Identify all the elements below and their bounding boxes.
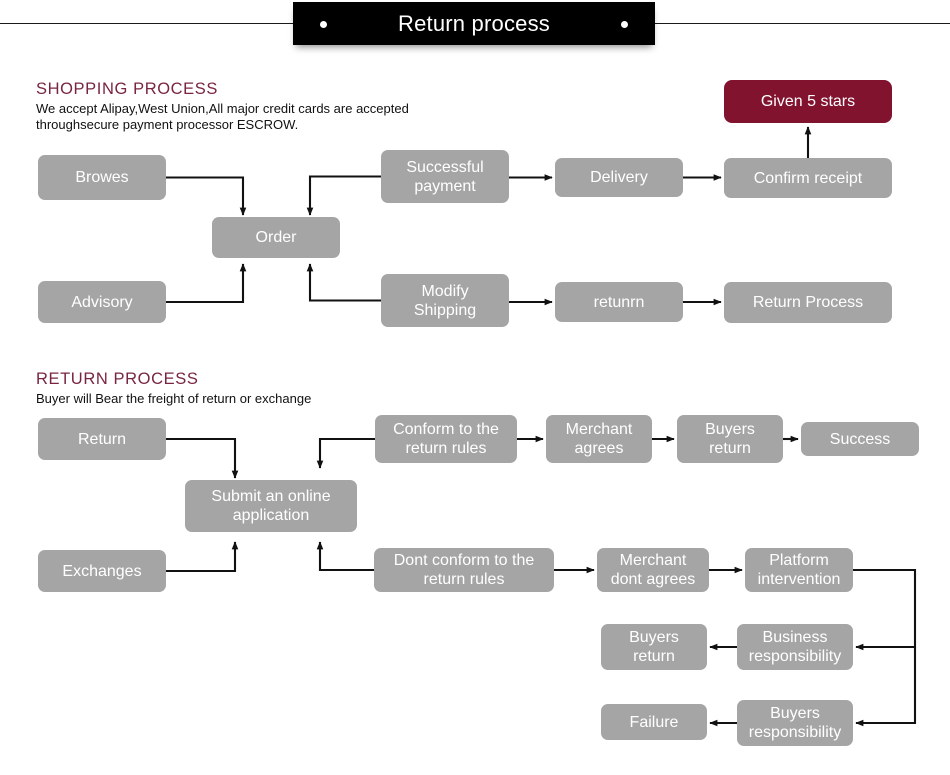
connector-successful-payment-to-order [306, 175, 381, 216]
node-exchanges: Exchanges [38, 550, 166, 592]
bullet-dot-icon-right [621, 21, 628, 28]
node-merchant-agrees: Merchant agrees [546, 415, 652, 463]
node-given-5-stars: Given 5 stars [724, 80, 892, 123]
connector-browes-to-order [166, 176, 247, 216]
node-modify-shipping: Modify Shipping [381, 274, 509, 327]
node-buyers-return-top: Buyers return [677, 415, 783, 463]
node-buyers-responsibility: Buyers responsibility [737, 700, 853, 746]
node-merchant-dont-agrees: Merchant dont agrees [597, 548, 709, 592]
title-banner: Return process [293, 2, 655, 45]
shopping-process-subtext: We accept Alipay,West Union,All major cr… [36, 101, 409, 132]
node-confirm-receipt: Confirm receipt [724, 158, 892, 198]
node-conform-rules: Conform to the return rules [375, 415, 517, 463]
node-business-responsibility: Business responsibility [737, 624, 853, 670]
bullet-dot-icon-left [320, 21, 327, 28]
connector-return-to-submit-online [166, 437, 239, 479]
shopping-process-heading: SHOPPING PROCESS [36, 80, 218, 98]
node-return-process: Return Process [724, 282, 892, 323]
node-browes: Browes [38, 155, 166, 200]
connector-modify-shipping-to-order [306, 263, 381, 302]
node-dont-conform-rules: Dont conform to the return rules [374, 548, 554, 592]
node-delivery: Delivery [555, 158, 683, 197]
connector-platform-to-buyers-responsibility [855, 647, 917, 727]
node-submit-online: Submit an online application [185, 480, 357, 532]
node-order: Order [212, 217, 340, 258]
node-failure: Failure [601, 704, 707, 740]
node-successful-payment: Successful payment [381, 150, 509, 203]
connector-platform-to-business-responsibility [853, 568, 917, 651]
node-buyers-return-mid: Buyers return [601, 624, 707, 670]
connector-conform-rules-to-submit-online [316, 437, 375, 469]
return-process-heading: RETURN PROCESS [36, 370, 199, 388]
node-advisory: Advisory [38, 281, 166, 323]
node-retunrn: retunrn [555, 282, 683, 322]
node-return-box: Return [38, 418, 166, 460]
node-success: Success [801, 422, 919, 456]
connector-dont-conform-to-submit-online [316, 541, 374, 572]
node-platform-intervention: Platform intervention [745, 548, 853, 592]
page-title: Return process [398, 11, 550, 36]
connector-advisory-to-order [166, 263, 247, 304]
connector-exchanges-to-submit-online [166, 541, 239, 573]
return-process-subtext: Buyer will Bear the freight of return or… [36, 391, 312, 406]
